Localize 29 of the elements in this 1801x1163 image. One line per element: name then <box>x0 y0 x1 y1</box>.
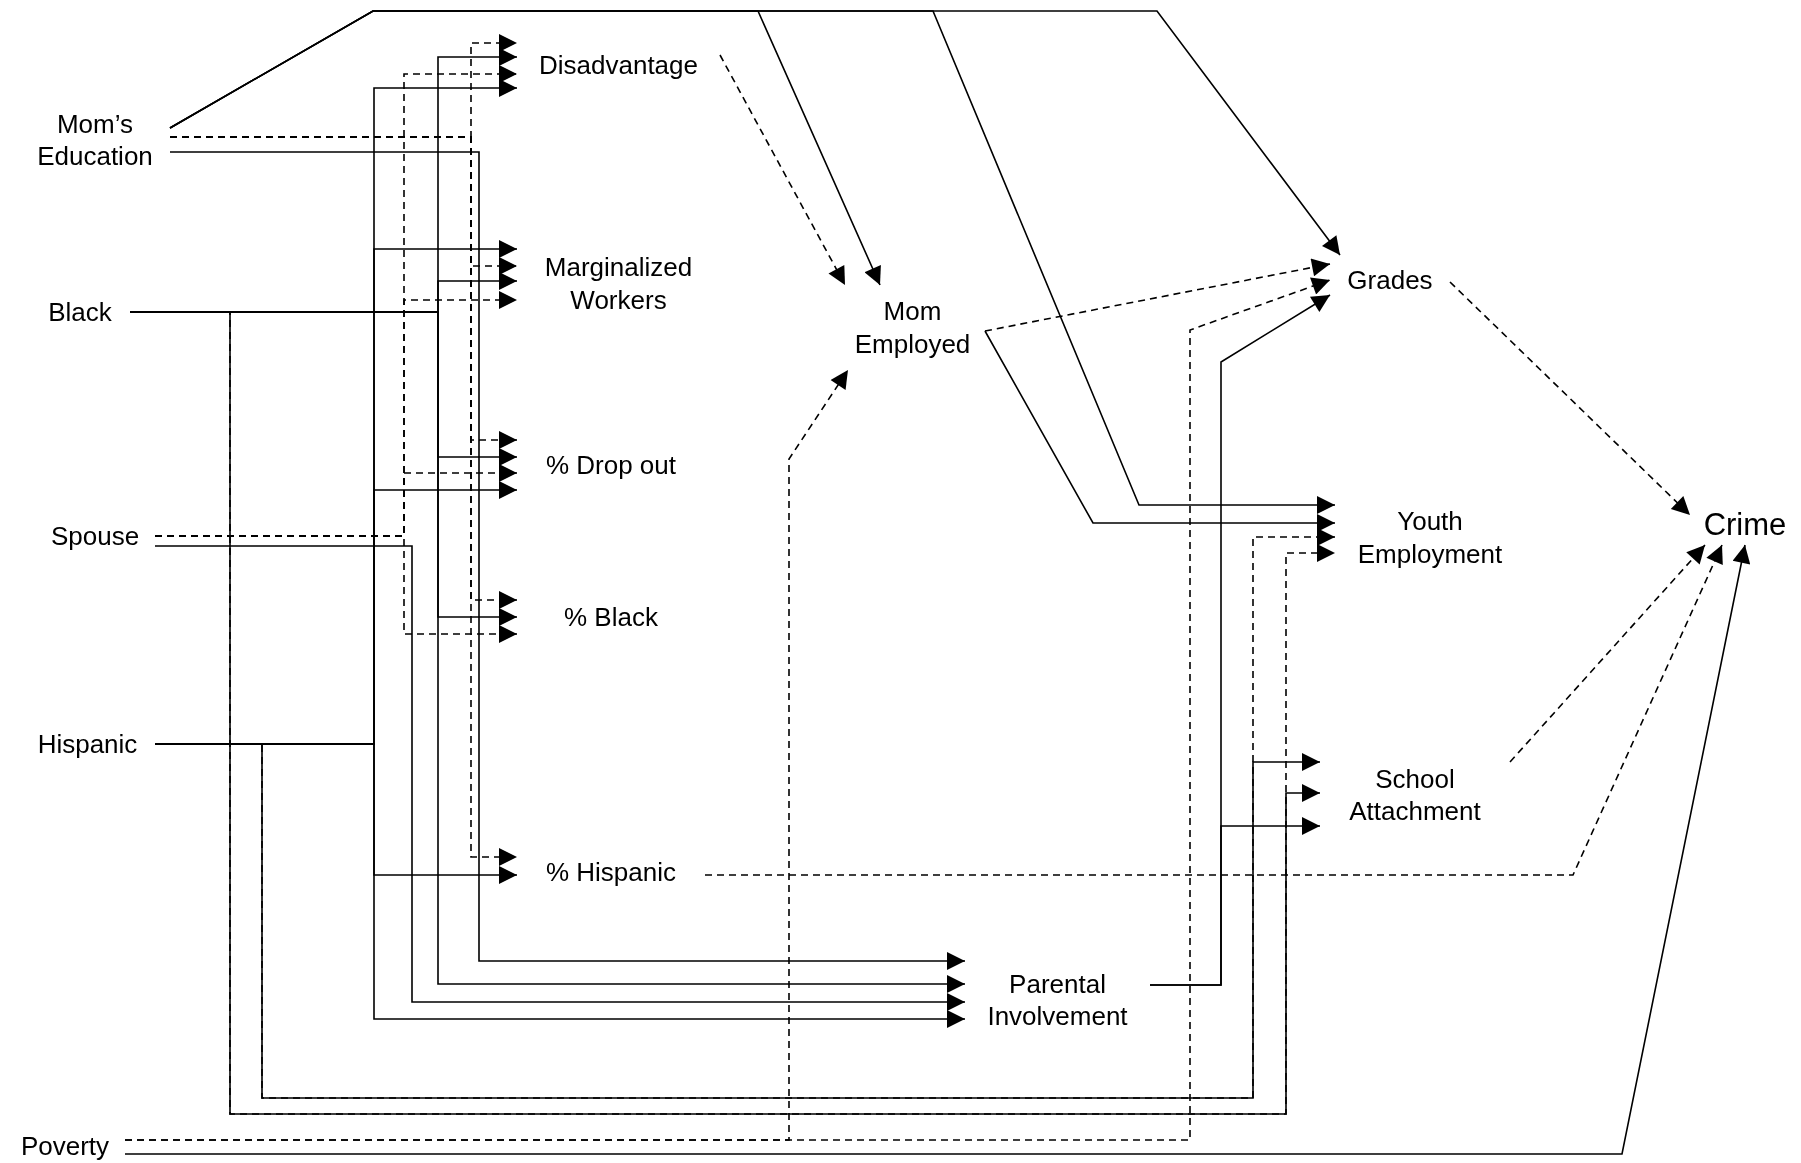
variable-label: Spouse <box>35 518 155 555</box>
variable-label: Hispanic <box>20 726 155 762</box>
variable-label: Poverty <box>5 1130 125 1163</box>
variable-label: Mom Employed <box>840 285 985 370</box>
variable-label: Mom’s Education <box>20 105 170 175</box>
variable-label: Crime <box>1690 505 1800 545</box>
arrow <box>169 151 966 970</box>
variable-label: % Drop out <box>517 432 705 498</box>
arrow <box>719 54 846 286</box>
variable-label: % Hispanic <box>517 850 705 895</box>
arrow <box>154 545 966 1011</box>
variable-label: Grades <box>1330 255 1450 305</box>
arrow <box>154 528 1336 1099</box>
variable-label: Disadvantage <box>517 35 720 95</box>
arrow <box>984 258 1331 332</box>
arrow <box>169 10 1336 514</box>
arrow <box>1449 281 1691 516</box>
arrow <box>984 330 1336 532</box>
variable-label: % Black <box>517 592 705 642</box>
variable-label: Youth Employment <box>1335 495 1525 580</box>
arrow <box>704 544 1723 876</box>
arrow <box>154 535 518 643</box>
variable-label: Black <box>30 295 130 330</box>
variable-label: School Attachment <box>1320 755 1510 835</box>
arrow <box>1509 544 1706 763</box>
variable-label: Marginalized Workers <box>517 245 720 322</box>
variable-label: Parental Involvement <box>965 955 1150 1045</box>
arrow <box>124 544 1751 1155</box>
arrow <box>1149 817 1321 986</box>
